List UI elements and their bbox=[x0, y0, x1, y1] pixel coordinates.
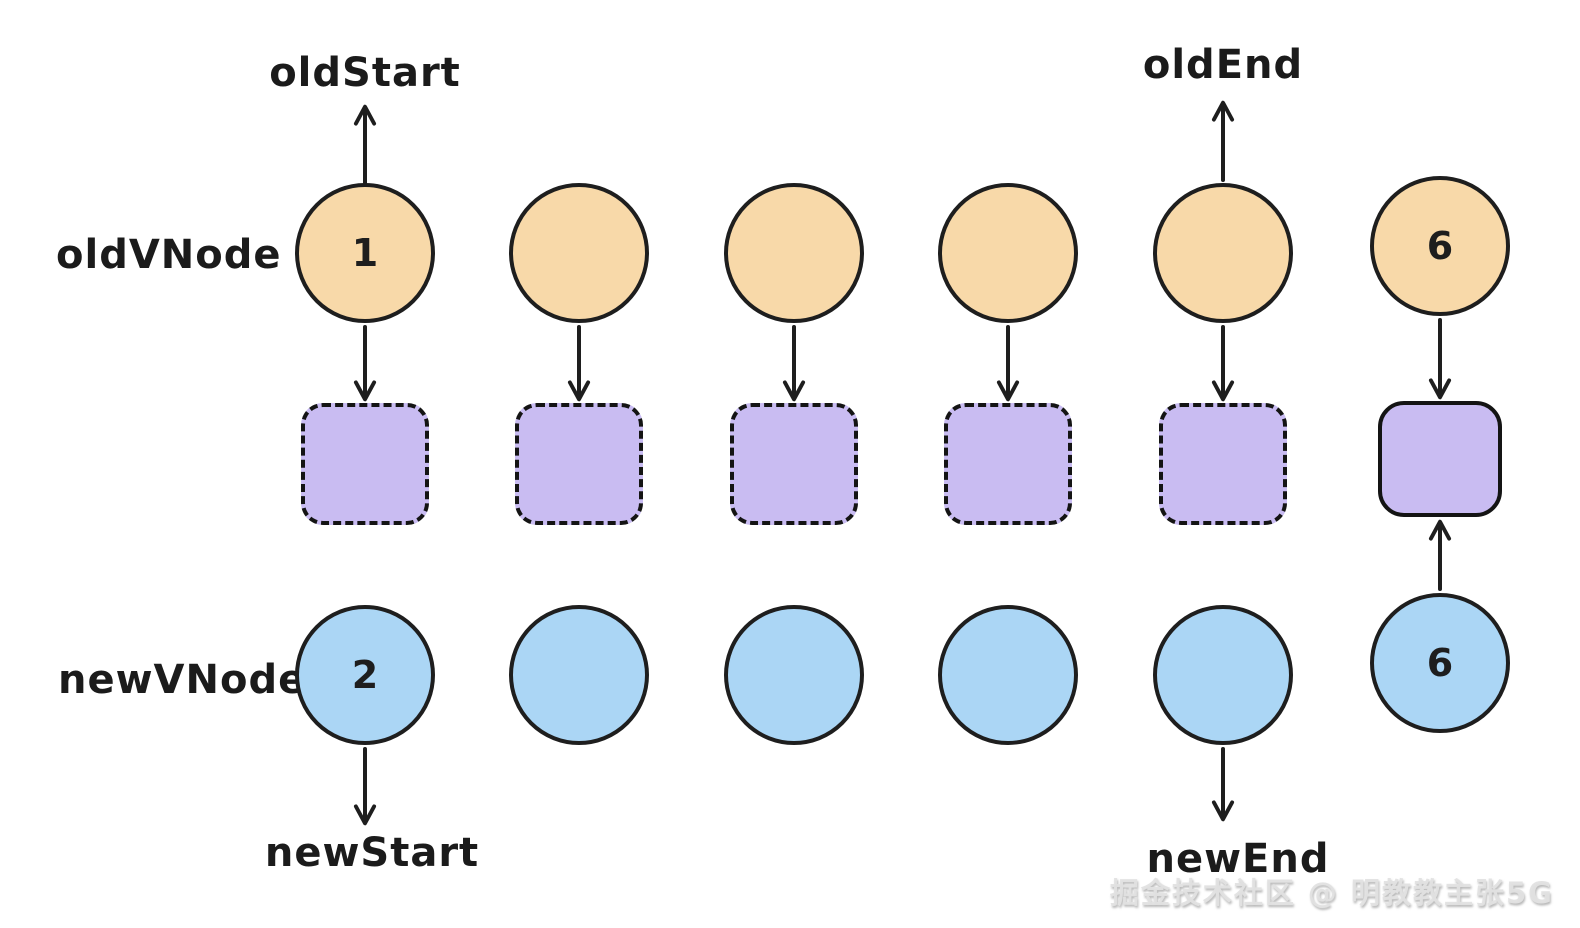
old-vnode-row-label: oldVNode bbox=[56, 232, 282, 278]
new-start-label: newStart bbox=[264, 830, 480, 876]
new-vnode-2 bbox=[509, 605, 649, 745]
new-vnode-3 bbox=[724, 605, 864, 745]
dom-slot-3 bbox=[730, 403, 858, 525]
new-vnode-1: 2 bbox=[295, 605, 435, 745]
old-end-label: oldEnd bbox=[1142, 42, 1304, 88]
old-vnode-6: 6 bbox=[1370, 176, 1510, 316]
dom-slot-2 bbox=[515, 403, 643, 525]
old-vnode-3 bbox=[724, 183, 864, 323]
dom-slot-6 bbox=[1378, 401, 1502, 517]
old-vnode-5 bbox=[1153, 183, 1293, 323]
new-vnode-row-label: newVNode bbox=[58, 657, 307, 703]
old-start-label: oldStart bbox=[269, 50, 461, 96]
new-end-label: newEnd bbox=[1146, 836, 1330, 882]
new-vnode-6: 6 bbox=[1370, 593, 1510, 733]
old-vnode-2 bbox=[509, 183, 649, 323]
watermark: 掘金技术社区 @ 明教教主张5G bbox=[1109, 876, 1554, 910]
old-vnode-1: 1 bbox=[295, 183, 435, 323]
old-vnode-4 bbox=[938, 183, 1078, 323]
dom-slot-4 bbox=[944, 403, 1072, 525]
new-vnode-4 bbox=[938, 605, 1078, 745]
dom-slot-5 bbox=[1159, 403, 1287, 525]
new-vnode-5 bbox=[1153, 605, 1293, 745]
dom-slot-1 bbox=[301, 403, 429, 525]
